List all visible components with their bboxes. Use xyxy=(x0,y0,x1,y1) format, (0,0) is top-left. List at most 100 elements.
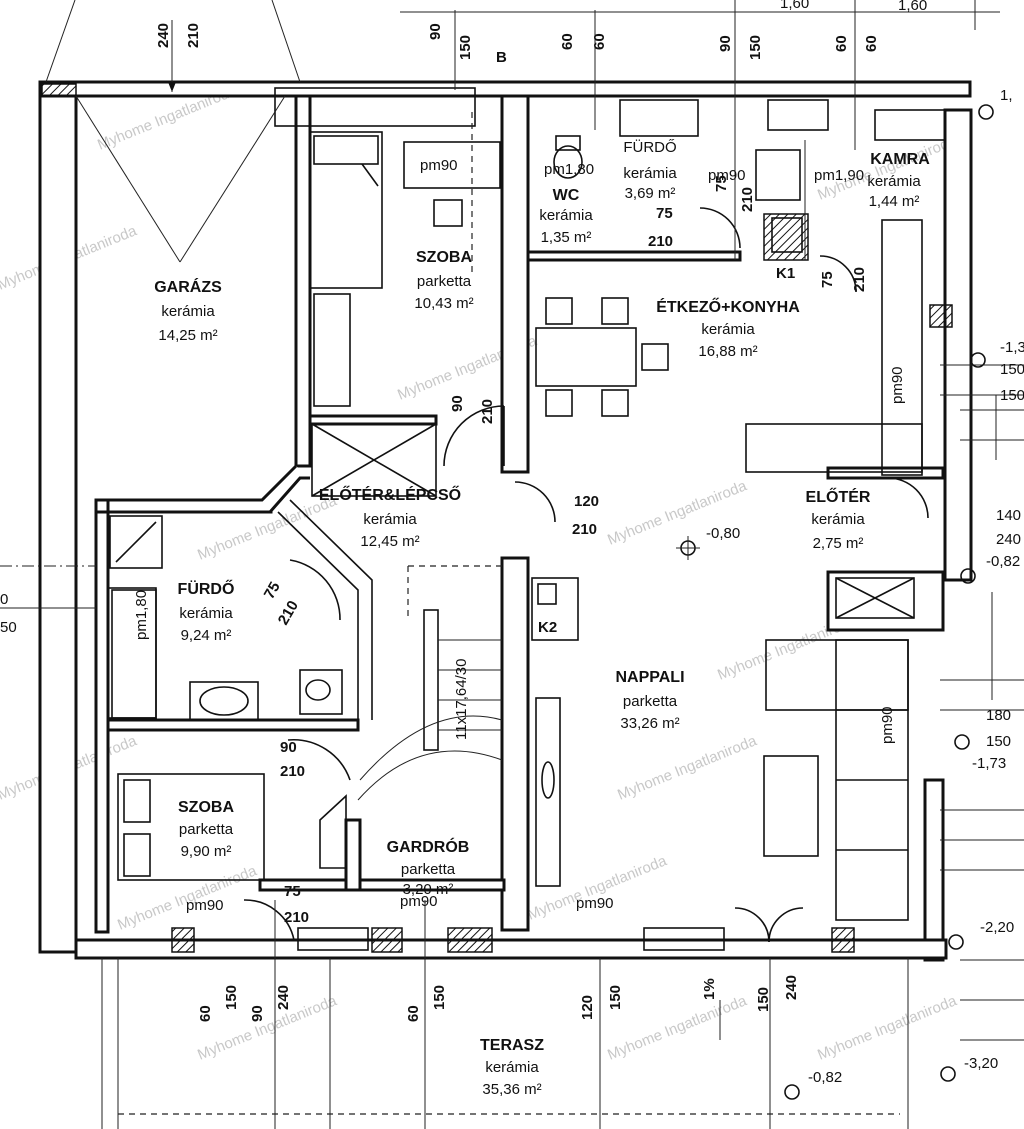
svg-text:kerámia: kerámia xyxy=(363,511,417,528)
dim-label: 60 xyxy=(591,33,608,50)
dim-label: 150 xyxy=(755,987,772,1012)
dim-label: 150 xyxy=(986,733,1011,750)
dim-label: 240 xyxy=(155,23,172,48)
room-label-garazs: GARÁZS kerámia 14,25 m² xyxy=(154,277,222,344)
svg-text:parketta: parketta xyxy=(179,821,234,838)
svg-text:kerámia: kerámia xyxy=(161,303,215,320)
svg-text:parketta: parketta xyxy=(417,273,472,290)
dim-label: 75 xyxy=(656,205,673,222)
svg-text:12,45 m²: 12,45 m² xyxy=(360,533,419,550)
room-label-gardrob: GARDRÓB parketta 3,20 m² xyxy=(387,837,470,898)
doors xyxy=(243,207,929,943)
fixtures-furdo2 xyxy=(109,515,343,721)
dim-label: 75 xyxy=(261,579,284,602)
dim-label: 240 xyxy=(275,985,292,1010)
furniture-szoba1 xyxy=(309,112,501,407)
dim-label: 90 xyxy=(717,35,734,52)
room-label-szoba1: SZOBA parketta 10,43 m² xyxy=(414,249,473,312)
dim-label: pm90 xyxy=(400,893,438,910)
svg-text:kerámia: kerámia xyxy=(539,207,593,224)
svg-text:parketta: parketta xyxy=(401,861,456,878)
svg-text:ELŐTÉR: ELŐTÉR xyxy=(806,487,871,506)
dim-label: 60 xyxy=(197,1005,214,1022)
dim-label: pm90 xyxy=(186,897,224,914)
svg-text:kerámia: kerámia xyxy=(701,321,755,338)
room-label-eloter-lepcso: ELŐTÉR&LÉPCSŐ kerámia 12,45 m² xyxy=(319,485,461,550)
dim-label: 210 xyxy=(275,598,302,628)
svg-text:kerámia: kerámia xyxy=(179,605,233,622)
dim-label: pm90 xyxy=(420,157,458,174)
dim-label: 210 xyxy=(185,23,202,48)
room-label-furdo2: FÜRDŐ kerámia 9,24 m² xyxy=(178,579,235,644)
dim-label: 1,60 xyxy=(780,0,809,12)
room-label-wc: WC kerámia 1,35 m² xyxy=(539,187,593,246)
furniture-szoba2 xyxy=(117,773,347,881)
svg-text:kerámia: kerámia xyxy=(867,173,921,190)
dim-label: 120 xyxy=(574,493,599,510)
watermark: Myhome Ingatlaniroda xyxy=(615,732,760,804)
dim-label: 75 xyxy=(284,883,301,900)
dim-label: 210 xyxy=(851,267,868,292)
svg-text:35,36 m²: 35,36 m² xyxy=(482,1081,541,1098)
svg-text:2,75 m²: 2,75 m² xyxy=(813,535,864,552)
dim-label: pm90 xyxy=(879,706,896,744)
dining-set xyxy=(535,297,669,417)
svg-text:3,69 m²: 3,69 m² xyxy=(625,185,676,202)
dim-label: pm1,80 xyxy=(133,590,150,640)
svg-text:FÜRDŐ: FÜRDŐ xyxy=(178,579,235,598)
dim-label: -0,80 xyxy=(706,525,740,542)
svg-text:kerámia: kerámia xyxy=(485,1059,539,1076)
dim-label: 150 xyxy=(431,985,448,1010)
dim-label: 60 xyxy=(833,35,850,52)
svg-text:9,24 m²: 9,24 m² xyxy=(181,627,232,644)
svg-text:GARÁZS: GARÁZS xyxy=(154,277,222,296)
watermark: Myhome Ingatlaniroda xyxy=(815,992,960,1064)
dim-label: -2,20 xyxy=(980,919,1014,936)
dim-label: 60 xyxy=(863,35,880,52)
svg-text:3,20 m²: 3,20 m² xyxy=(403,881,454,898)
svg-text:9,90 m²: 9,90 m² xyxy=(181,843,232,860)
exterior-walls xyxy=(38,80,973,962)
dim-label: pm90 xyxy=(576,895,614,912)
dim-label: 210 xyxy=(280,763,305,780)
dim-label: 150 xyxy=(223,985,240,1010)
dim-label: pm90 xyxy=(889,366,906,404)
dim-label: 150 xyxy=(457,35,474,60)
svg-text:16,88 m²: 16,88 m² xyxy=(698,343,757,360)
svg-text:33,26 m²: 33,26 m² xyxy=(620,715,679,732)
svg-text:1,35 m²: 1,35 m² xyxy=(541,229,592,246)
watermark: Myhome Ingatlaniroda xyxy=(525,852,670,924)
windows xyxy=(107,87,946,951)
dim-label: 210 xyxy=(739,187,756,212)
dim-label: 90 xyxy=(449,395,466,412)
svg-text:14,25 m²: 14,25 m² xyxy=(158,327,217,344)
svg-text:parketta: parketta xyxy=(623,693,678,710)
dim-label: 75 xyxy=(819,271,836,288)
dim-label: 210 xyxy=(479,399,496,424)
garage-door xyxy=(45,0,301,263)
svg-text:SZOBA: SZOBA xyxy=(178,799,234,816)
svg-text:SZOBA: SZOBA xyxy=(416,249,472,266)
dim-label: K2 xyxy=(538,619,557,636)
dim-label: -0,82 xyxy=(986,553,1020,570)
kitchen-counter xyxy=(745,219,923,476)
svg-text:ELŐTÉR&LÉPCSŐ: ELŐTÉR&LÉPCSŐ xyxy=(319,485,461,504)
svg-text:1,44 m²: 1,44 m² xyxy=(869,193,920,210)
svg-text:kerámia: kerámia xyxy=(623,165,677,182)
svg-text:NAPPALI: NAPPALI xyxy=(615,669,684,686)
svg-text:ÉTKEZŐ+KONYHA: ÉTKEZŐ+KONYHA xyxy=(656,297,800,316)
svg-text:WC: WC xyxy=(553,187,580,204)
dim-label: -0,82 xyxy=(808,1069,842,1086)
dim-label: 60 xyxy=(559,33,576,50)
dim-label: pm90 xyxy=(708,167,746,184)
svg-text:10,43 m²: 10,43 m² xyxy=(414,295,473,312)
dim-label: 150 xyxy=(1000,361,1024,378)
dim-label: 150 xyxy=(747,35,764,60)
dim-label: 240 xyxy=(783,975,800,1000)
dim-label: 1,60 xyxy=(898,0,927,14)
room-label-etkezo: ÉTKEZŐ+KONYHA kerámia 16,88 m² xyxy=(656,297,800,360)
stairs xyxy=(311,423,503,801)
dim-label: 11x17,64/30 xyxy=(453,659,470,740)
